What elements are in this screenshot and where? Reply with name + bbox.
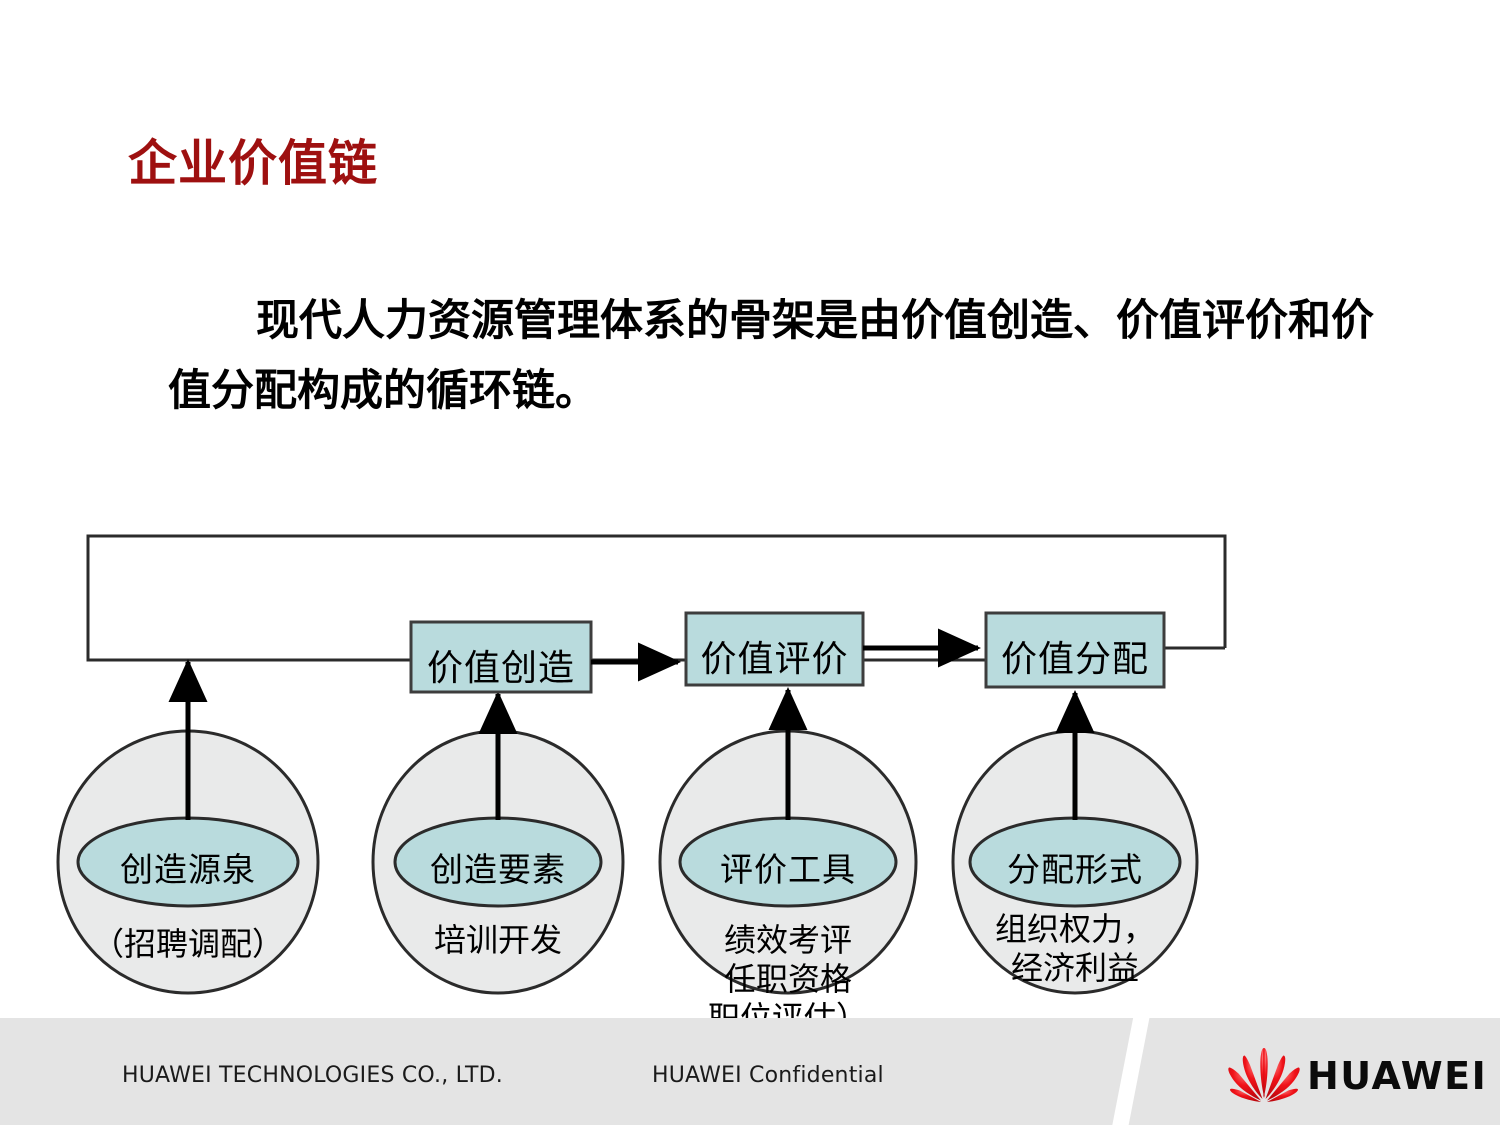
box-label-value-evaluation: 价值评价 (700, 639, 849, 680)
huawei-wordmark: HUAWEI (1307, 1054, 1488, 1098)
outer-circles (56, 729, 1199, 995)
circle-stems (186, 700, 1077, 840)
footer-company-text: HUAWEI TECHNOLOGIES CO., LTD. (122, 1063, 503, 1088)
ellipse-label-evaluation-tool: 评价工具 (720, 850, 856, 889)
circle-caption-2: 培训开发 (373, 921, 623, 960)
circle-caption-3-line-2: 任职资格 (723, 960, 852, 999)
circle-caption-3-line-1: 绩效考评 (723, 921, 852, 959)
body-paragraph: 现代人力资源管理体系的骨架是由价值创造、价值评价和价值分配构成的循环链。 (168, 296, 1374, 416)
huawei-flower-icon (1228, 1048, 1300, 1102)
ellipse-label-creation-factor: 创造要素 (430, 850, 566, 889)
circle-caption-1: （招聘调配） (58, 925, 318, 964)
inner-ellipses (76, 816, 1182, 908)
page-title: 企业价值链 (128, 135, 379, 192)
circle-caption-4: 组织权力， 经济利益 (953, 910, 1197, 988)
circle-caption-1-line-1: （招聘调配） (91, 925, 284, 963)
process-boxes (409, 611, 1166, 694)
upward-arrows (168, 659, 1095, 820)
box-label-value-creation: 价值创造 (426, 648, 575, 689)
huawei-logo: HUAWEI (1225, 1046, 1486, 1106)
box-label-value-distribution: 价值分配 (1000, 639, 1149, 680)
ellipse-label-creation-source: 创造源泉 (120, 850, 256, 889)
footer-diagonal-divider (1108, 1018, 1152, 1125)
circle-caption-4-line-2: 经济利益 (1010, 949, 1139, 988)
ellipse-label-distribution-form: 分配形式 (1007, 850, 1143, 889)
process-arrows (591, 628, 981, 682)
circle-caption-2-line-1: 培训开发 (433, 921, 562, 959)
footer-confidential-text: HUAWEI Confidential (652, 1063, 884, 1088)
feedback-loop-path (86, 534, 1227, 662)
circle-caption-4-line-1: 组织权力， (994, 910, 1155, 948)
